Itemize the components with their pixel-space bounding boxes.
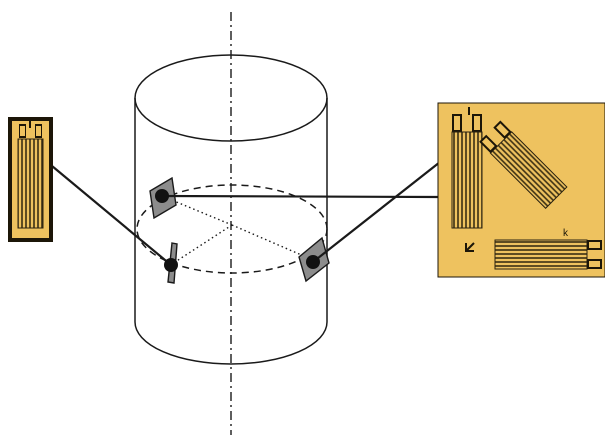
connector-lines — [51, 161, 441, 266]
single-strain-gauge-icon — [8, 117, 53, 242]
mount-dot-top — [155, 189, 169, 203]
rosette-strain-gauge-icon: k k — [437, 102, 605, 278]
measurement-circle — [136, 184, 328, 274]
mount-dot-bottom — [164, 258, 178, 272]
connector-single-gauge — [51, 165, 172, 266]
mount-dot-right — [306, 255, 320, 269]
rosette-mark-label-1: k — [563, 228, 569, 239]
rosette-vertical-element — [451, 107, 483, 229]
radial-lines — [161, 195, 314, 265]
cylinder — [134, 54, 328, 365]
cylinder-bottom-arc — [134, 321, 328, 365]
connector-rosette-bottom — [312, 161, 441, 263]
rosette-horizontal-element — [494, 239, 602, 270]
rosette-diagonal-element — [479, 120, 568, 209]
rosette-alignment-mark-left — [465, 242, 475, 252]
connector-rosette-top — [161, 194, 439, 199]
